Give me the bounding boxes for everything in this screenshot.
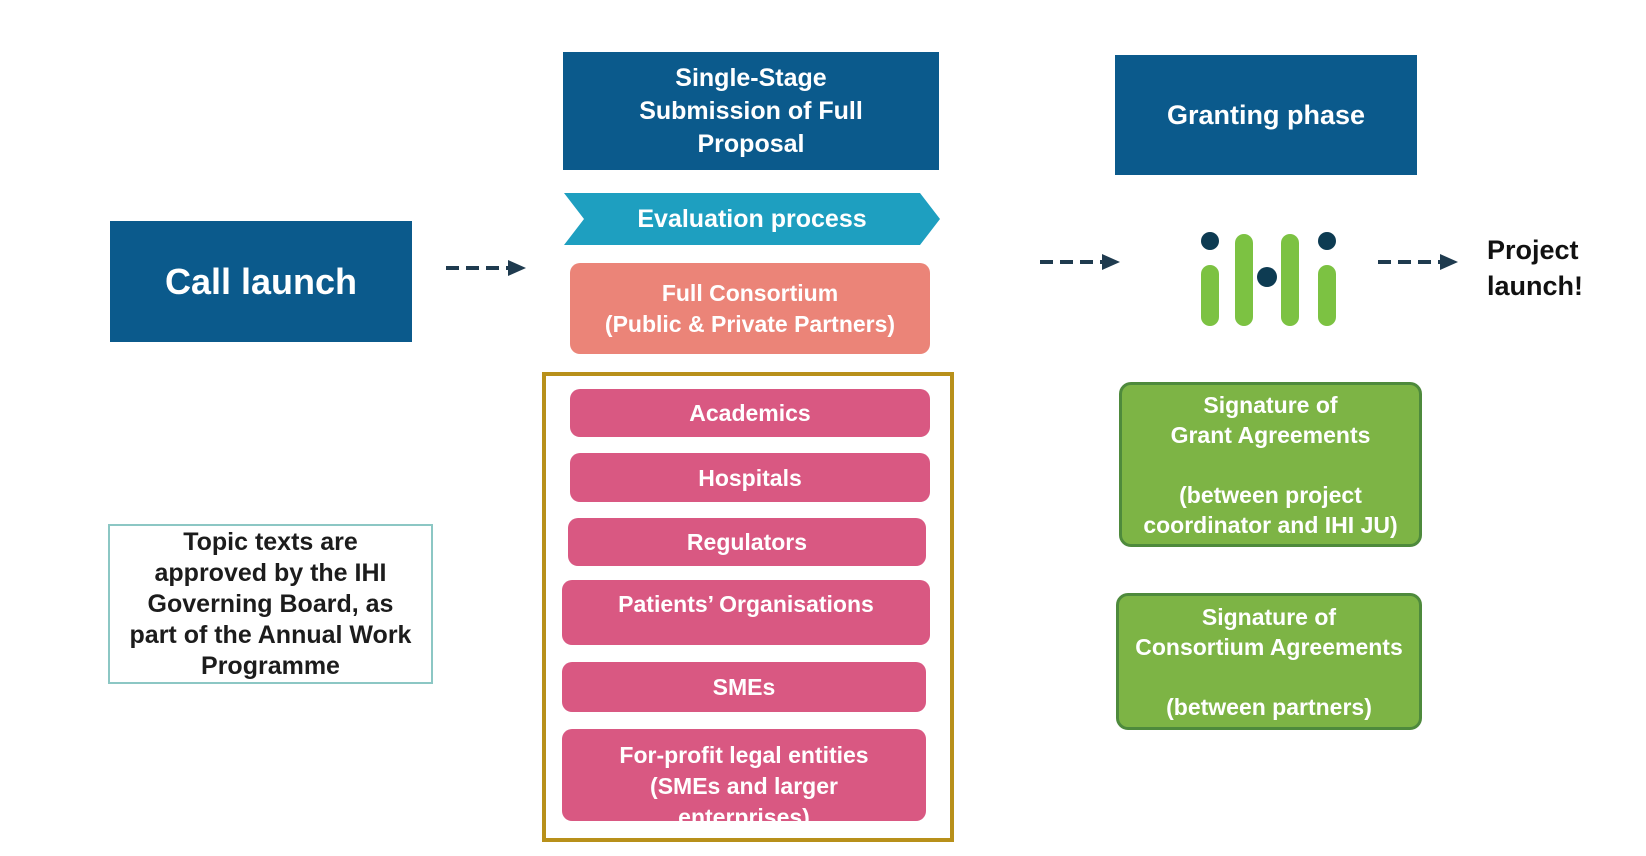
ca-line3: (between partners) xyxy=(1166,693,1372,720)
arrow-granting-to-launch xyxy=(1378,251,1458,273)
granting-phase-label: Granting phase xyxy=(1166,99,1366,130)
topic-note-line1: Topic texts are xyxy=(183,527,358,556)
grant-line3: (between project xyxy=(1179,481,1362,508)
grant-agreements-box: Signature of Grant Agreements (between p… xyxy=(1119,382,1422,547)
call-launch-box: Call launch xyxy=(110,221,412,342)
partner-smes: SMEs xyxy=(562,662,926,712)
evaluation-chevron: Evaluation process xyxy=(564,193,940,245)
call-launch-label: Call launch xyxy=(164,260,358,302)
topic-note-box: Topic texts are approved by the IHI Gove… xyxy=(108,524,433,684)
submission-title-line3: Proposal xyxy=(697,129,805,158)
ihi-logo xyxy=(1190,222,1350,328)
partner-regulators: Regulators xyxy=(568,518,926,566)
evaluation-label: Evaluation process xyxy=(637,204,867,233)
partners-container xyxy=(542,372,954,842)
project-launch-line1: Project xyxy=(1487,235,1579,265)
partner-label: Hospitals xyxy=(698,464,802,491)
granting-phase-box: Granting phase xyxy=(1115,55,1417,175)
ca-line2: Consortium Agreements xyxy=(1135,633,1403,660)
topic-note-line5: Programme xyxy=(201,651,340,680)
topic-note-line2: approved by the IHI xyxy=(154,558,387,587)
ca-line1: Signature of xyxy=(1201,603,1337,630)
grant-line1: Signature of xyxy=(1203,391,1338,418)
partner-label: For-profit legal entities (SMEs and larg… xyxy=(619,742,869,821)
partner-hospitals: Hospitals xyxy=(570,453,930,502)
full-consortium-box: Full Consortium (Public & Private Partne… xyxy=(570,263,930,354)
topic-note-line4: part of the Annual Work xyxy=(129,620,412,649)
arrow-call-to-submission xyxy=(446,257,526,279)
arrow-evaluation-to-granting xyxy=(1040,251,1120,273)
project-launch-line2: launch! xyxy=(1487,271,1584,301)
submission-box: Single-Stage Submission of Full Proposal xyxy=(563,52,939,170)
consortium-agreements-box: Signature of Consortium Agreements (betw… xyxy=(1116,593,1422,730)
partner-for-profit: For-profit legal entities (SMEs and larg… xyxy=(562,729,926,821)
submission-title-line1: Single-Stage xyxy=(675,63,827,92)
project-launch-label: Project launch! xyxy=(1487,232,1607,304)
topic-note-line3: Governing Board, as xyxy=(147,589,394,618)
partner-label: SMEs xyxy=(712,674,776,700)
consortium-line2: (Public & Private Partners) xyxy=(604,310,896,337)
partner-patients-organisations: Patients’ Organisations xyxy=(562,580,930,645)
partner-label: Regulators xyxy=(686,529,808,555)
consortium-line1: Full Consortium xyxy=(661,279,839,306)
grant-line2: Grant Agreements xyxy=(1170,421,1371,448)
partner-academics: Academics xyxy=(570,389,930,437)
partner-label: Patients’ Organisations xyxy=(618,591,874,617)
submission-title-line2: Submission of Full xyxy=(639,96,863,125)
grant-line4: coordinator and IHI JU) xyxy=(1143,511,1398,538)
partner-label: Academics xyxy=(689,400,811,426)
